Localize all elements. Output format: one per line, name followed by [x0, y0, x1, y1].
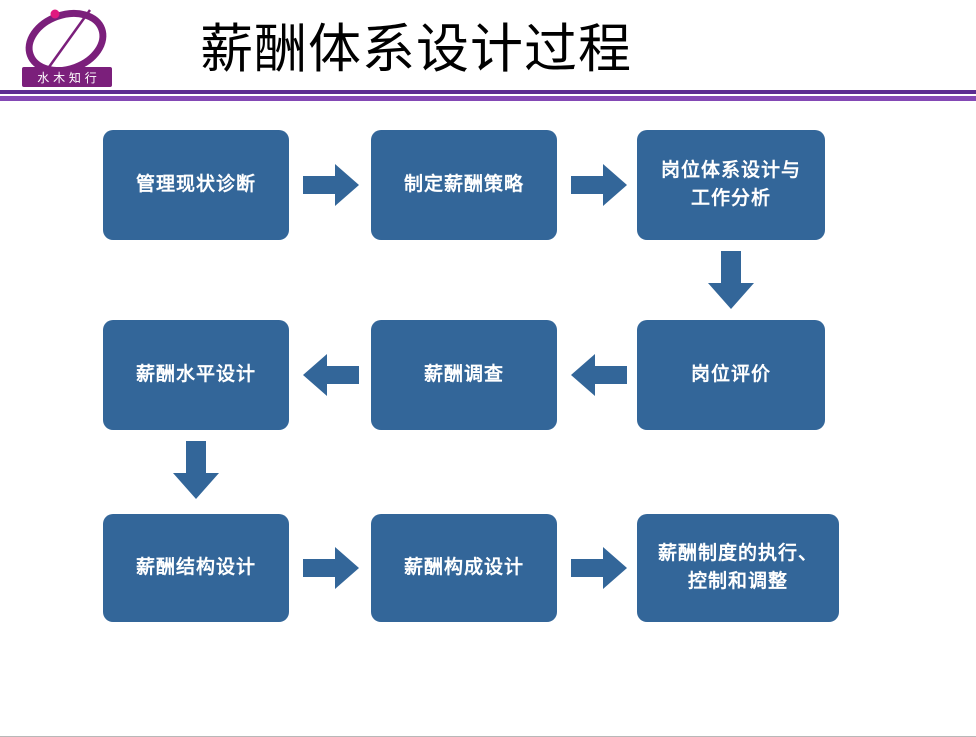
- flow-node-label-line2: 工作分析: [690, 187, 771, 209]
- flow-node-label-line1: 岗位体系设计与: [660, 159, 801, 182]
- flow-node-label: 薪酬调查: [423, 363, 504, 386]
- flow-node-label-line2: 控制和调整: [687, 570, 788, 592]
- flow-node-management-diagnosis[interactable]: 管理现状诊断: [103, 130, 289, 240]
- company-logo: 水 木 知 行: [8, 4, 124, 92]
- flow-node-pay-strategy[interactable]: 制定薪酬策略: [371, 130, 557, 240]
- flow-node-label: 薪酬水平设计: [135, 363, 256, 386]
- flow-node-label: 薪酬结构设计: [135, 556, 256, 579]
- flow-node-label: 制定薪酬策略: [403, 173, 524, 196]
- page-title: 薪酬体系设计过程: [200, 19, 632, 80]
- slide-header: 水 木 知 行 薪酬体系设计过程: [0, 0, 976, 104]
- process-flow-diagram: 管理现状诊断 制定薪酬策略 岗位体系设计与 工作分析 薪酬水平: [0, 104, 976, 664]
- flow-arrow-right-1: [303, 164, 359, 206]
- flow-arrow-down-1: [708, 251, 754, 309]
- flow-node-pay-survey[interactable]: 薪酬调查: [371, 320, 557, 430]
- flow-node-label: 薪酬构成设计: [403, 556, 524, 579]
- flow-node-label-line1: 薪酬制度的执行、: [657, 542, 818, 565]
- flow-node-job-evaluation[interactable]: 岗位评价: [637, 320, 825, 430]
- flow-node-label: 岗位评价: [690, 363, 771, 386]
- flow-arrow-left-1: [571, 354, 627, 396]
- flow-arrow-right-2: [571, 164, 627, 206]
- flow-node-pay-level-design[interactable]: 薪酬水平设计: [103, 320, 289, 430]
- flow-node-job-system-design[interactable]: 岗位体系设计与 工作分析: [637, 130, 825, 240]
- flow-arrow-left-2: [303, 354, 359, 396]
- flow-node-pay-system-execution[interactable]: 薪酬制度的执行、 控制和调整: [637, 514, 839, 622]
- logo-banner-text: 水 木 知 行: [37, 71, 96, 85]
- flow-arrow-right-4: [571, 547, 627, 589]
- flow-node-pay-structure-design[interactable]: 薪酬结构设计: [103, 514, 289, 622]
- flow-node-label: 管理现状诊断: [135, 173, 256, 196]
- header-rule-light: [0, 96, 976, 101]
- header-rule-dark: [0, 90, 976, 94]
- flow-node-pay-composition-design[interactable]: 薪酬构成设计: [371, 514, 557, 622]
- flow-arrow-right-3: [303, 547, 359, 589]
- flow-arrow-down-2: [173, 441, 219, 499]
